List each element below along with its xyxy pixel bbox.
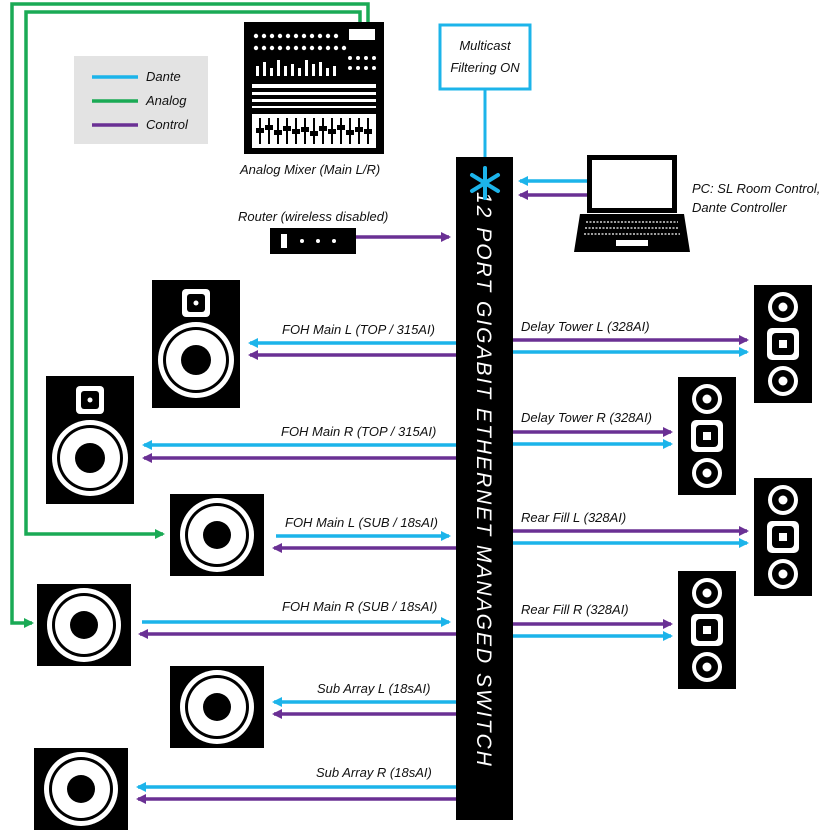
speaker-foh-main-l-top — [152, 280, 240, 408]
left-links: FOH Main L (TOP / 315AI) FOH Main R (TOP… — [136, 322, 456, 804]
speaker-delay-tower-l — [754, 285, 812, 403]
legend-label-analog: Analog — [145, 93, 187, 108]
mixer-knob-row — [253, 29, 375, 51]
analog-feeds — [10, 2, 370, 628]
multicast-line1: Multicast — [459, 38, 512, 53]
pc-label-line2: Dante Controller — [692, 200, 787, 215]
multicast-callout: Multicast Filtering ON — [438, 23, 532, 178]
laptop-base — [574, 214, 690, 252]
speaker-rear-fill-l — [754, 478, 812, 596]
analog-mixer: Analog Mixer (Main L/R) — [239, 22, 384, 177]
link-sub-array-l-label: Sub Array L (18sAI) — [317, 681, 430, 696]
right-links: Delay Tower L (328AI) Delay Tower R (328… — [513, 319, 749, 641]
pc-label-line1: PC: SL Room Control, — [692, 181, 819, 196]
link-delay-tower-r-label: Delay Tower R (328AI) — [521, 410, 652, 425]
mixer-label: Analog Mixer (Main L/R) — [239, 162, 380, 177]
sub-foh-main-r — [37, 584, 131, 666]
analog-line-sub-l — [24, 10, 362, 539]
switch-label: 12 PORT GIGABIT ETHERNET MANAGED SWITCH — [472, 192, 495, 768]
sub-array-r — [34, 748, 128, 830]
link-foh-main-l-top-label: FOH Main L (TOP / 315AI) — [282, 322, 435, 337]
router: Router (wireless disabled) — [238, 209, 451, 254]
link-delay-tower-l-label: Delay Tower L (328AI) — [521, 319, 650, 334]
asterisk-icon — [470, 166, 500, 200]
managed-switch: 12 PORT GIGABIT ETHERNET MANAGED SWITCH — [456, 157, 513, 820]
mixer-faders — [256, 118, 372, 144]
mixer-meters — [252, 56, 376, 108]
sub-array-l — [170, 666, 264, 748]
legend: Dante Analog Control — [74, 56, 208, 144]
link-rear-fill-r-label: Rear Fill R (328AI) — [521, 602, 629, 617]
speaker-delay-tower-r — [678, 377, 736, 495]
link-foh-main-l-sub-label: FOH Main L (SUB / 18sAI) — [285, 515, 438, 530]
multicast-line2: Filtering ON — [450, 60, 520, 75]
link-rear-fill-l-label: Rear Fill L (328AI) — [521, 510, 626, 525]
pc-laptop: PC: SL Room Control, Dante Controller — [518, 155, 819, 252]
sub-foh-main-l — [170, 494, 264, 576]
speaker-foh-main-r-top — [46, 376, 134, 504]
speaker-rear-fill-r — [678, 571, 736, 689]
analog-line-sub-r — [10, 2, 370, 628]
multicast-box — [438, 23, 532, 91]
router-label: Router (wireless disabled) — [238, 209, 388, 224]
switch-body — [456, 157, 513, 820]
link-sub-array-r-label: Sub Array R (18sAI) — [316, 765, 432, 780]
link-foh-main-r-sub-label: FOH Main R (SUB / 18sAI) — [282, 599, 437, 614]
legend-label-control: Control — [146, 117, 189, 132]
link-foh-main-r-top-label: FOH Main R (TOP / 315AI) — [281, 424, 436, 439]
legend-label-dante: Dante — [146, 69, 181, 84]
